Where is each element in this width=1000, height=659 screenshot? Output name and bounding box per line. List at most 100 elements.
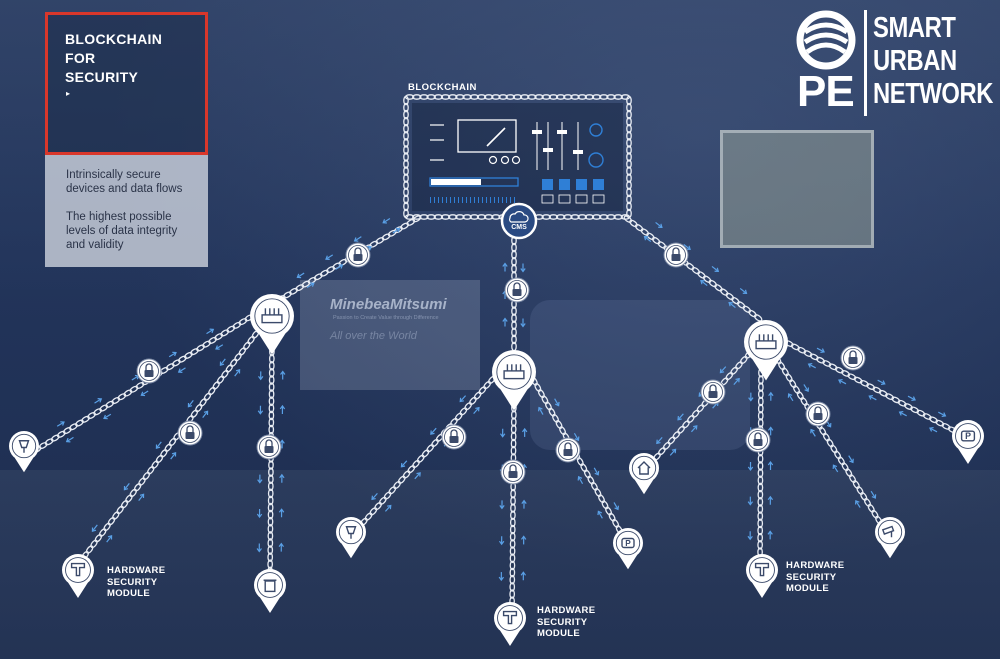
data-flow-arrows: [371, 395, 467, 501]
hsm-label-left: HARDWARE SECURITY MODULE: [107, 565, 166, 599]
data-flow-arrows: [106, 369, 241, 543]
svg-text:P: P: [965, 431, 971, 441]
logo-divider: [864, 10, 867, 116]
data-flow-arrows: [669, 377, 740, 456]
data-flow-arrows: [803, 384, 877, 499]
smart-home-icon: [629, 453, 659, 495]
lock-icon: [555, 437, 581, 463]
lock-icon: [136, 358, 162, 384]
lock-icon: [663, 242, 689, 268]
data-flow-arrows: [498, 428, 506, 582]
status-slot: [575, 194, 588, 204]
data-flow-arrows: [256, 371, 264, 553]
blockchain-panel: [412, 103, 623, 211]
chain-link: [757, 360, 764, 572]
lock-icon: [441, 424, 467, 450]
hsm-label-center: HARDWARE SECURITY MODULE: [537, 605, 596, 639]
chain-link: [509, 395, 517, 614]
hsm-icon: [746, 554, 778, 598]
data-flow-arrows: [296, 217, 391, 279]
data-flow-arrows: [554, 398, 620, 511]
data-flow-arrows: [56, 328, 215, 427]
chain-link: [404, 94, 631, 100]
status-slot: [558, 194, 571, 204]
dial-icon: [500, 155, 510, 165]
data-flow-arrows: [520, 427, 528, 581]
chain-link: [26, 314, 254, 457]
logo-mark: PE: [797, 67, 855, 116]
gauge-needle: [486, 127, 506, 147]
chain-link: [643, 350, 753, 472]
gateway-router-icon: [492, 350, 536, 411]
progress-bar: [429, 177, 519, 187]
background-brand-tagline: Passion to Create Value through Differen…: [333, 315, 439, 321]
background-poster: [720, 130, 874, 248]
hsm-icon: [62, 554, 94, 598]
lock-icon: [500, 459, 526, 485]
lock-icon: [700, 379, 726, 405]
power-icon: [589, 123, 603, 137]
status-slot: [541, 194, 554, 204]
chain-link: [774, 355, 890, 537]
data-flow-arrows: [747, 392, 754, 541]
lock-icon: [504, 277, 530, 303]
chain-link: [68, 324, 264, 577]
chain-link: [626, 95, 632, 219]
logo-swirl-icon: [796, 10, 856, 70]
data-flow-arrows: [91, 358, 226, 532]
gateway-router-icon: [744, 320, 788, 381]
status-slot: [592, 194, 605, 204]
data-flow-arrows: [816, 347, 947, 418]
lock-icon: [177, 420, 203, 446]
hsm-label-right: HARDWARE SECURITY MODULE: [786, 560, 845, 594]
lock-icon: [840, 345, 866, 371]
cms-node: [500, 202, 538, 240]
lock-icon: [345, 242, 371, 268]
status-block: [593, 179, 604, 190]
status-block: [542, 179, 553, 190]
chain-link: [350, 370, 501, 537]
data-flow-arrows: [537, 406, 603, 519]
slider-handle: [573, 150, 583, 154]
lock-icon: [745, 427, 771, 453]
background-panel: [300, 280, 480, 390]
slider-handle: [532, 130, 542, 134]
title-text: BLOCKCHAIN FOR SECURITY: [65, 31, 163, 85]
chain-link: [267, 339, 275, 584]
description-line-1: Intrinsically secure devices and data fl…: [66, 169, 183, 195]
lock-icon: [805, 401, 831, 427]
lock-icon: [256, 434, 282, 460]
progress-fill: [431, 179, 481, 185]
data-flow-arrows: [384, 406, 480, 512]
pe-logo: PE SMART URBAN NETWORK: [793, 10, 993, 120]
slider-handle: [543, 148, 553, 152]
gauge-icon: [457, 119, 517, 153]
chain-link: [623, 215, 763, 322]
background-brand-sub: All over the World: [330, 330, 417, 342]
data-flow-arrows: [787, 393, 861, 508]
svg-text:P: P: [625, 539, 631, 548]
hsm-icon: [494, 602, 526, 646]
blockchain-label: BLOCKCHAIN: [408, 82, 477, 93]
status-block: [576, 179, 587, 190]
data-flow-arrows: [65, 344, 224, 443]
gateway-router-icon: [250, 294, 294, 355]
background-map: [530, 300, 750, 450]
streetlight-icon: [9, 431, 39, 473]
chain-link: [527, 370, 630, 547]
data-flow-arrows: [767, 391, 774, 540]
dial-icon: [511, 155, 521, 165]
cloud-icon: [509, 211, 529, 223]
chain-link: [403, 95, 409, 219]
dial-icon: [488, 155, 498, 165]
chain-link: [784, 340, 970, 440]
parking-icon: P: [952, 420, 984, 464]
cms-label: CMS: [511, 224, 527, 231]
background-brand-text: MinebeaMitsumi: [330, 296, 447, 313]
trash-bin-icon: [254, 569, 286, 613]
title-box: BLOCKCHAIN FOR SECURITY ▸: [45, 12, 208, 155]
data-flow-arrows: [655, 221, 748, 294]
title-caret-icon: ▸: [66, 89, 71, 98]
